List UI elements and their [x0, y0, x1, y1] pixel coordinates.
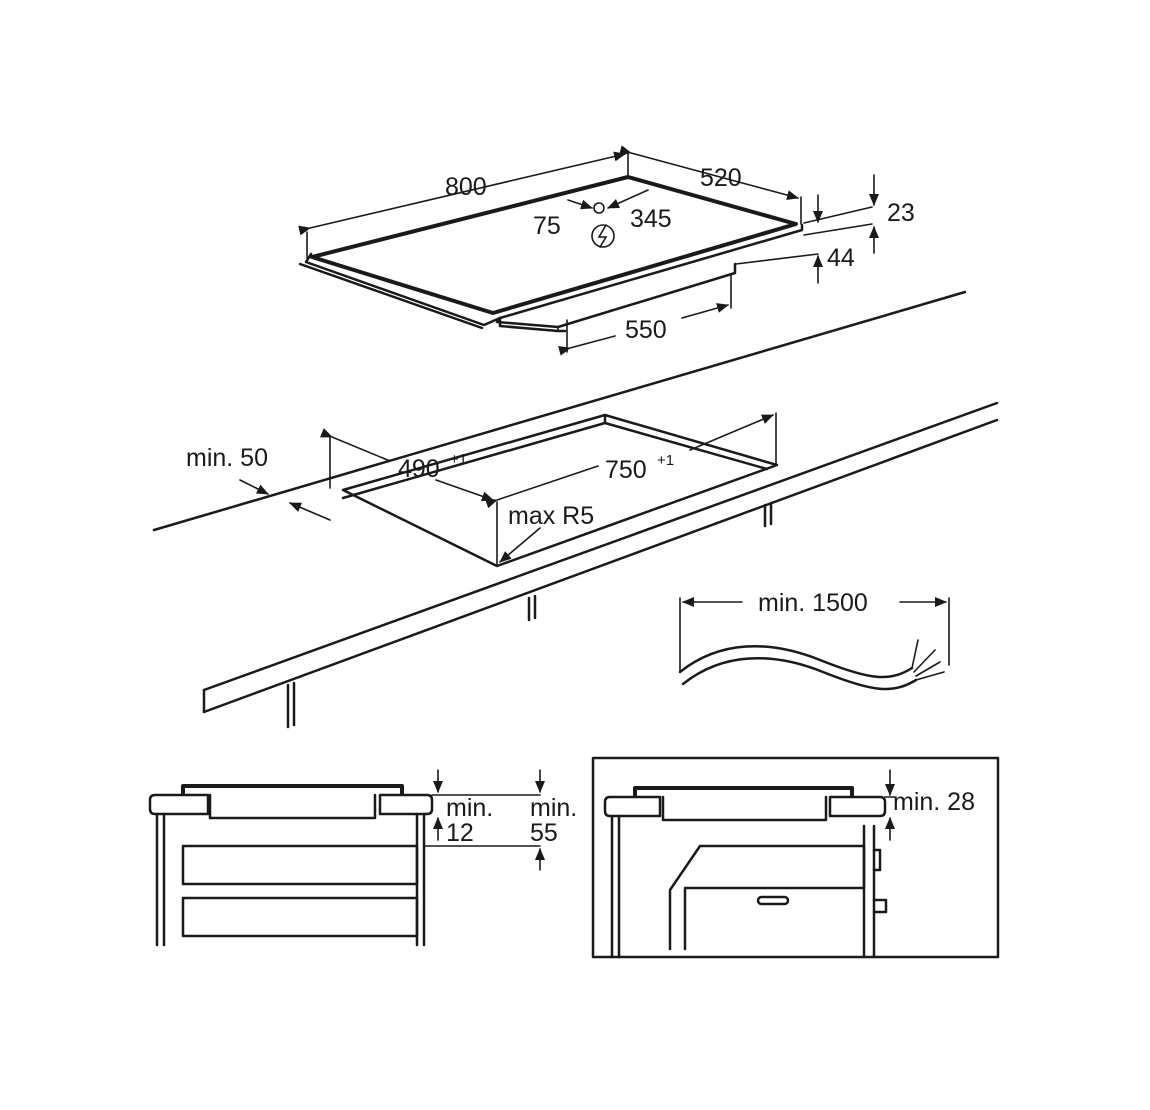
label-max-r5: max R5 — [508, 502, 594, 530]
label-12: 12 — [446, 819, 474, 847]
section-view-oven — [591, 756, 1000, 959]
worktop-section-left-2 — [603, 795, 662, 818]
label-800: 800 — [445, 173, 487, 201]
cable-lower — [681, 657, 918, 691]
worktop-drawing — [152, 290, 999, 729]
ext-line-44 — [735, 253, 819, 265]
cable-wires — [911, 639, 945, 681]
worktop-front-edge-top — [202, 401, 999, 692]
label-550: 550 — [625, 316, 667, 344]
dim-arrow-r5 — [499, 527, 541, 563]
worktop-back-edge — [152, 290, 967, 532]
hob-dimensions — [298, 145, 879, 356]
dim-arrow-800 — [298, 151, 626, 236]
dim-arrow-490-bottom — [435, 479, 494, 502]
label-750: 750 — [605, 456, 647, 484]
hob-body-underside — [495, 262, 737, 333]
dim-arrow-345 — [607, 189, 649, 209]
worktop-section-right — [378, 793, 434, 816]
dim-arrow-min50-b — [289, 502, 331, 521]
dim-arrow-550-right — [681, 303, 729, 319]
hob-side-edge — [298, 262, 484, 330]
oven-fixing-knob — [872, 848, 888, 914]
worktop-section-right-2 — [828, 795, 887, 818]
dim-arrow-550-left — [558, 335, 616, 356]
lightning-bolt-icon — [591, 224, 615, 248]
hob-glass-section — [181, 784, 404, 795]
drawer-2 — [181, 896, 419, 938]
ext-line-23-top — [803, 206, 873, 224]
label-55: 55 — [530, 819, 558, 847]
dim-arrow-75 — [567, 199, 593, 210]
hob-body-section-2 — [661, 795, 828, 822]
label-490-tolerance: +1 — [450, 451, 467, 468]
dim-arrow-min50-a — [239, 479, 269, 495]
hob-body-section — [208, 793, 377, 820]
label-min-a: min. — [446, 794, 493, 822]
label-75: 75 — [533, 212, 561, 240]
dimension-labels: 800 520 75 345 23 44 550 min. 50 490 +1 … — [186, 164, 975, 847]
drawer-1 — [181, 844, 419, 886]
cable-drawing — [678, 597, 950, 691]
label-520: 520 — [700, 164, 742, 192]
worktop-dimensions — [239, 412, 777, 567]
label-min-b: min. — [530, 794, 577, 822]
ext-line-23-bottom — [803, 223, 873, 236]
label-min-28: min. 28 — [893, 788, 975, 816]
worktop-front-edge-bottom — [202, 418, 999, 714]
cutout-inner-edge — [341, 413, 769, 500]
dim-arrow-750-left — [484, 465, 599, 509]
worktop-section-left — [148, 793, 210, 816]
power-point-marker — [593, 202, 605, 214]
dim-arrow-520 — [619, 145, 799, 200]
oven-handle — [756, 895, 790, 906]
label-min-50: min. 50 — [186, 444, 268, 472]
hob-glass-section-2 — [633, 786, 854, 797]
label-490: 490 — [398, 455, 440, 483]
oven-section-frame — [591, 756, 1000, 959]
dim-arrow-490-top — [319, 428, 391, 462]
cable — [678, 645, 914, 679]
label-min-1500: min. 1500 — [758, 589, 868, 617]
hob-drawing — [298, 175, 804, 333]
dim-arrow-750-right — [689, 414, 774, 451]
label-750-tolerance: +1 — [657, 452, 674, 469]
label-345: 345 — [630, 205, 672, 233]
cutout-opening — [341, 413, 779, 568]
label-44: 44 — [827, 244, 855, 272]
label-23: 23 — [887, 199, 915, 227]
section-view-drawers — [148, 769, 545, 947]
